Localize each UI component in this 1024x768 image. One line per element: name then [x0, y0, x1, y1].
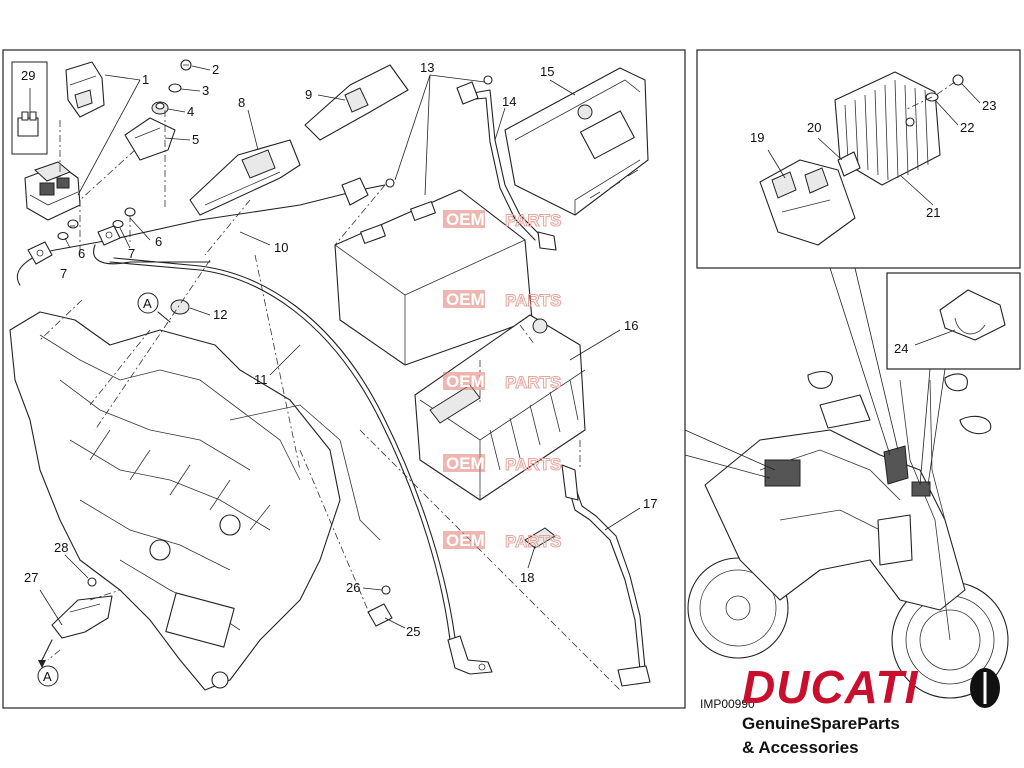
battery-tray-icon	[414, 314, 586, 501]
starter-relay-icon	[24, 161, 81, 221]
brand-block: DUCATI GenuineSpareParts & Accessories	[742, 664, 1022, 764]
reference-mark-bottom: A	[37, 639, 59, 687]
watermark-suffix: PARTS	[505, 373, 561, 392]
callout-label: 14	[502, 94, 516, 109]
voltage-regulator-icon	[834, 71, 941, 186]
callout-label: 23	[982, 98, 996, 113]
regulator-cover-icon	[759, 159, 856, 246]
wire-clip-bracket-icon	[939, 289, 1006, 341]
rubber-pad-icon	[524, 527, 556, 549]
callout-label: 7	[60, 266, 67, 281]
callout-label: 24	[894, 341, 908, 356]
bolt-icon	[952, 74, 964, 86]
motorcycle-icon	[687, 371, 1009, 699]
callout-label: 12	[213, 307, 227, 322]
battery-cover-icon	[189, 139, 301, 216]
regulator-bracket-icon	[837, 151, 861, 177]
main-battery-cable-icon	[109, 261, 451, 641]
reference-mark-top-label: A	[143, 296, 152, 311]
grommet-icon	[170, 299, 190, 315]
watermark: OEM PARTS	[443, 531, 562, 552]
watermark-prefix: OEM	[446, 210, 485, 229]
callout-label: 13	[420, 60, 434, 75]
callout-label: 27	[24, 570, 38, 585]
callout-label: 7	[128, 246, 135, 261]
callout-label: 15	[540, 64, 554, 79]
callout-label: 11	[254, 372, 268, 387]
watermark-suffix: PARTS	[505, 211, 561, 230]
nut-icon	[57, 219, 79, 241]
callout-label: 25	[406, 624, 420, 639]
terminal-lug-icon	[27, 225, 121, 265]
callout-label: 20	[807, 120, 821, 135]
battery-icon	[334, 189, 533, 366]
watermark-prefix: OEM	[446, 531, 485, 550]
callout-label: 1	[142, 72, 149, 87]
part-29-inset-box	[11, 61, 48, 155]
callout-label: 17	[643, 496, 657, 511]
bolt-icon	[180, 59, 192, 71]
callout-label: 4	[187, 104, 194, 119]
relay-cover-icon	[65, 61, 105, 118]
washer-icon	[168, 83, 182, 93]
ducati-shield-icon	[970, 668, 1000, 708]
callout-label: 8	[238, 95, 245, 110]
reference-mark-top: A	[137, 292, 171, 323]
callout-label: 9	[305, 87, 312, 102]
callout-label: 21	[926, 205, 940, 220]
ecu-unit-icon	[504, 67, 649, 216]
cover-panel-icon	[304, 64, 409, 141]
reference-mark-bottom-label: A	[43, 669, 52, 684]
ecu-location-marker	[764, 459, 801, 487]
mounting-bracket-icon	[51, 577, 113, 639]
bracket-location-marker	[911, 481, 931, 497]
watermark: OEM PARTS	[443, 454, 562, 475]
callout-label: 16	[624, 318, 638, 333]
callout-label: 28	[54, 540, 68, 555]
brand-tagline-line2: & Accessories	[742, 738, 859, 757]
main-diagram-frame	[2, 49, 686, 709]
callout-label: 29	[21, 68, 35, 83]
watermark: OEM PARTS	[443, 372, 562, 393]
callout-label: 3	[202, 83, 209, 98]
diagram-code: IMP00990	[700, 697, 755, 711]
regulator-detail-frame	[696, 49, 1021, 269]
grommet-icon	[151, 101, 169, 115]
bracket-detail-frame	[886, 272, 1021, 370]
nut-icon	[112, 207, 136, 229]
relay-bracket-icon	[124, 117, 176, 161]
brand-tagline-line1: GenuineSpareParts	[742, 714, 900, 733]
callout-label: 2	[212, 62, 219, 77]
rear-subframe-icon	[9, 311, 381, 691]
watermark-suffix: PARTS	[505, 291, 561, 310]
callout-label: 6	[78, 246, 85, 261]
callout-label: 22	[960, 120, 974, 135]
callout-label: 6	[155, 234, 162, 249]
callout-label: 10	[274, 240, 288, 255]
callout-label: 19	[750, 130, 764, 145]
callout-label: 26	[346, 580, 360, 595]
callout-label: 18	[520, 570, 534, 585]
regulator-location-marker	[883, 445, 909, 485]
watermark-prefix: OEM	[446, 454, 485, 473]
watermark: OEM PARTS	[443, 210, 562, 231]
watermark-suffix: PARTS	[505, 532, 561, 551]
callout-labels: 1 2 3 4 5 6 6 7 7 8 9 10 11 12 13 14 15 …	[21, 60, 996, 639]
callout-label: 5	[192, 132, 199, 147]
battery-strap-icon	[561, 464, 651, 687]
ducati-logo: DUCATI	[742, 661, 919, 713]
watermark: OEM PARTS	[443, 290, 562, 311]
fuse-icon	[17, 111, 39, 137]
cable-terminal-icon	[447, 635, 493, 675]
watermark-prefix: OEM	[446, 372, 485, 391]
watermark-suffix: PARTS	[505, 455, 561, 474]
watermark-prefix: OEM	[446, 290, 485, 309]
